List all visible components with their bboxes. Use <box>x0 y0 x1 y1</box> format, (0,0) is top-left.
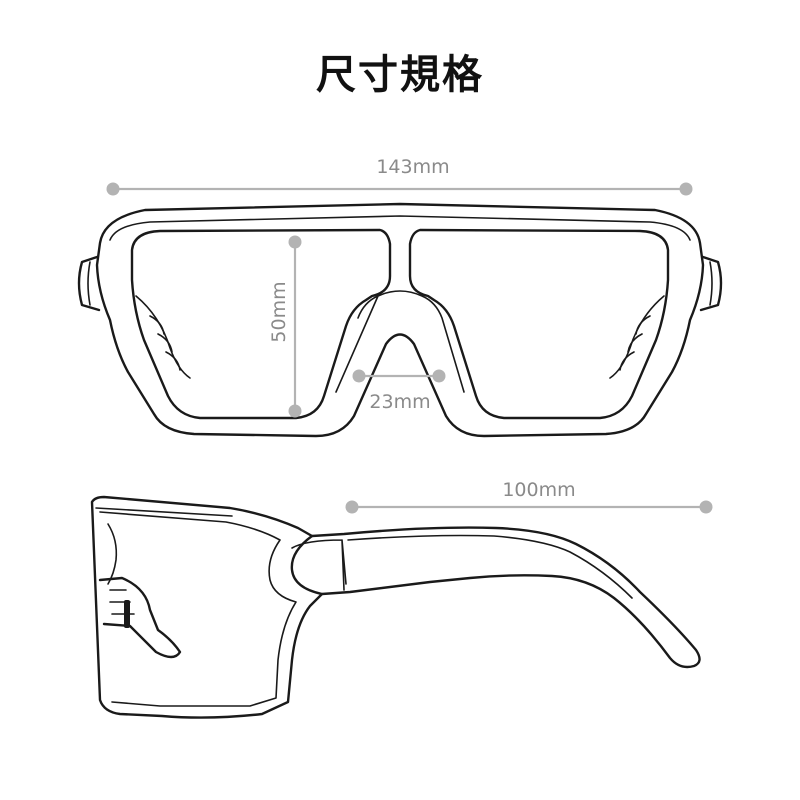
front-hinge-right <box>699 255 723 312</box>
front-lens-right <box>408 228 670 420</box>
lens-height-label: 50mm <box>268 281 290 342</box>
side-lens-inner <box>99 511 297 707</box>
glasses-side-view <box>90 495 701 719</box>
dimension-total-width: 143mm <box>106 156 693 196</box>
front-frame-outer <box>95 202 705 438</box>
front-hinge-left-inner <box>87 261 91 306</box>
front-grip-right <box>609 295 665 379</box>
side-lens-front-curve <box>107 523 118 585</box>
side-temple-arm <box>310 526 701 669</box>
front-hinge-right-inner <box>709 261 713 306</box>
side-nose-pad <box>98 576 182 659</box>
side-brow-line <box>95 507 233 517</box>
temple-length-label: 100mm <box>502 479 575 501</box>
total-width-label: 143mm <box>376 156 449 178</box>
front-hinge-left <box>77 255 101 312</box>
front-nose-bridge <box>335 290 465 393</box>
dimension-lens-height: 50mm <box>268 235 302 418</box>
side-nose-pad-slot <box>124 600 130 628</box>
front-brow-line <box>109 215 691 241</box>
dimension-temple-length: 100mm <box>345 479 713 514</box>
dimension-bridge-width: 23mm <box>352 369 446 413</box>
side-lens-body <box>90 495 324 719</box>
bridge-width-label: 23mm <box>369 391 430 413</box>
side-temple-hinge <box>291 539 347 591</box>
side-nose-pad-lines <box>109 589 135 615</box>
glasses-front-view <box>77 202 723 438</box>
side-temple-inner <box>347 534 633 599</box>
page-title: 尺寸規格 <box>316 52 484 98</box>
front-lens-left <box>130 228 392 420</box>
front-grip-left <box>135 295 191 379</box>
